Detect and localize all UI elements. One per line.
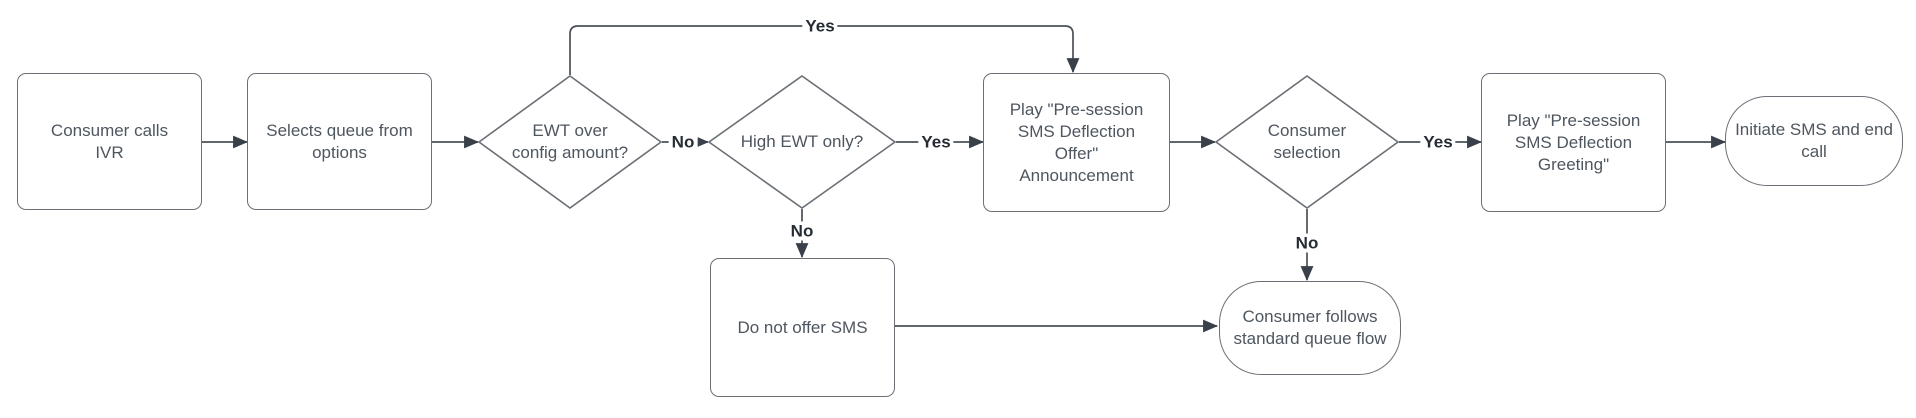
node-ewt-over-config-label: EWT over config amount? bbox=[511, 121, 629, 162]
decision-diamond-shape bbox=[1215, 75, 1399, 209]
node-do-not-offer-sms-label: Do not offer SMS bbox=[737, 317, 868, 337]
node-play-offer-announcement: Play "Pre-session SMS Deflection Offer" … bbox=[983, 73, 1170, 212]
node-consumer-calls-ivr-label: Consumer calls IVR bbox=[50, 120, 169, 162]
node-selects-queue-label: Selects queue from options bbox=[266, 120, 413, 162]
node-high-ewt-only: High EWT only? bbox=[708, 75, 896, 209]
node-standard-queue-flow: Consumer follows standard queue flow bbox=[1219, 281, 1401, 375]
node-consumer-selection-label: Consumer selection bbox=[1267, 121, 1347, 162]
node-play-greeting: Play "Pre-session SMS Deflection Greetin… bbox=[1481, 73, 1666, 212]
node-initiate-sms-end-call: Initiate SMS and end call bbox=[1725, 96, 1903, 186]
node-consumer-calls-ivr: Consumer calls IVR bbox=[17, 73, 202, 210]
node-do-not-offer-sms: Do not offer SMS bbox=[710, 258, 895, 397]
node-play-greeting-label: Play "Pre-session SMS Deflection Greetin… bbox=[1506, 110, 1641, 174]
node-high-ewt-only-label: High EWT only? bbox=[740, 132, 864, 151]
node-ewt-over-config: EWT over config amount? bbox=[478, 75, 662, 209]
edge-label-high-ewt-yes: Yes bbox=[918, 132, 954, 152]
node-standard-queue-flow-label: Consumer follows standard queue flow bbox=[1233, 307, 1387, 348]
edge-label-ewt-no: No bbox=[668, 132, 698, 152]
edge-label-selection-yes: Yes bbox=[1420, 132, 1456, 152]
decision-diamond-shape bbox=[478, 75, 662, 209]
edge-label-ewt-yes: Yes bbox=[802, 16, 838, 36]
edge-label-selection-no: No bbox=[1292, 233, 1322, 253]
node-selects-queue: Selects queue from options bbox=[247, 73, 432, 210]
decision-diamond-shape bbox=[708, 75, 896, 209]
node-consumer-selection: Consumer selection bbox=[1215, 75, 1399, 209]
edge-label-high-ewt-no: No bbox=[787, 221, 817, 241]
node-play-offer-announcement-label: Play "Pre-session SMS Deflection Offer" … bbox=[1009, 99, 1144, 185]
node-initiate-sms-end-call-label: Initiate SMS and end call bbox=[1735, 120, 1893, 161]
